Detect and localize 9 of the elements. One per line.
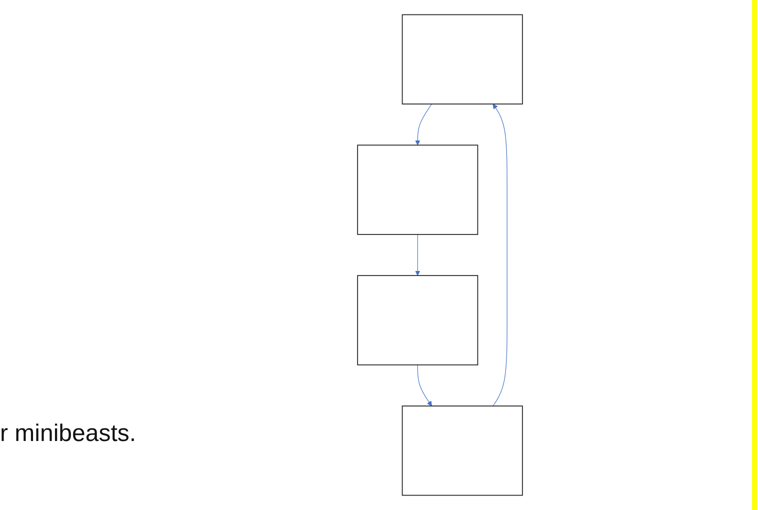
node-box	[402, 406, 523, 496]
arrow	[415, 104, 432, 146]
node-box	[357, 144, 478, 235]
note-text: r minibeasts.	[0, 420, 136, 448]
arrow	[417, 364, 432, 406]
node-box	[357, 275, 478, 366]
arrow	[415, 234, 420, 276]
node-box	[402, 14, 523, 104]
arrow	[492, 104, 508, 406]
